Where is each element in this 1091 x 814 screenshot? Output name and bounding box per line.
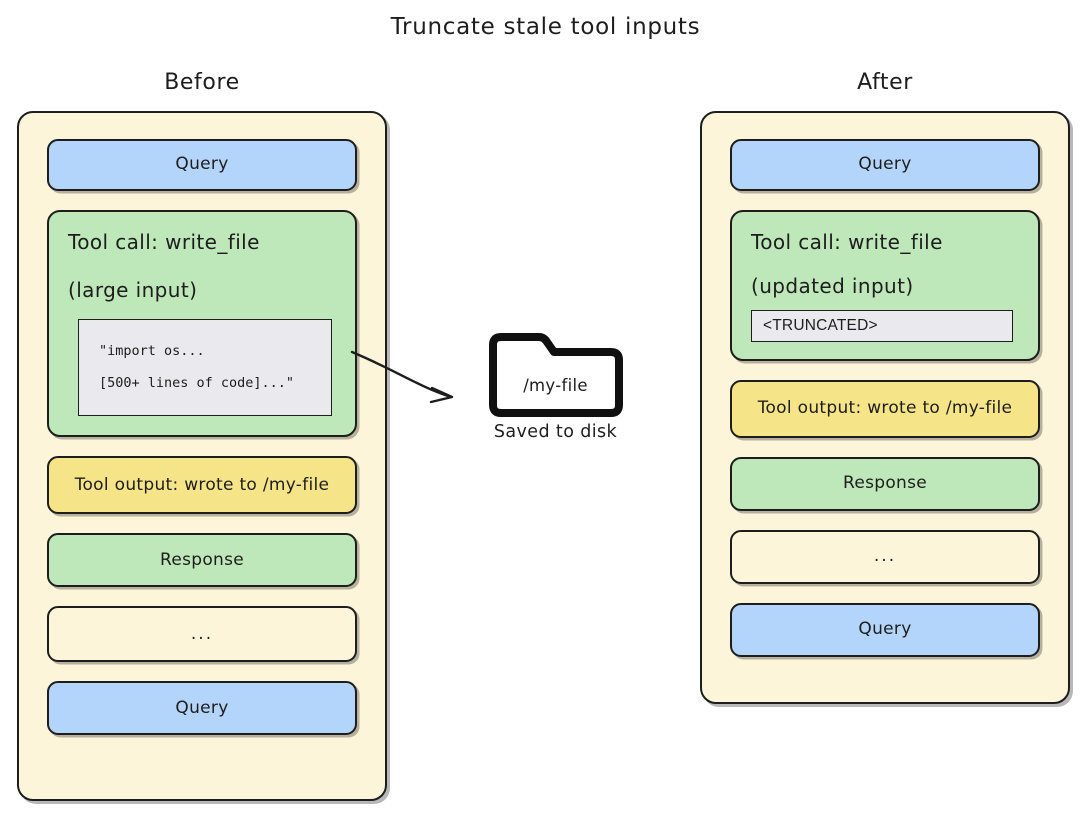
truncated-placeholder-box: <TRUNCATED> bbox=[751, 310, 1013, 342]
message-tool-call[interactable]: Tool call: write_file (updated input) <T… bbox=[730, 210, 1040, 361]
message-query-top[interactable]: Query bbox=[47, 139, 357, 191]
column-heading-before: Before bbox=[164, 70, 240, 95]
tool-call-input-note: (updated input) bbox=[751, 274, 914, 298]
message-ellipsis[interactable]: ... bbox=[730, 530, 1040, 584]
message-tool-output[interactable]: Tool output: wrote to /my-file bbox=[47, 456, 357, 515]
message-query-top[interactable]: Query bbox=[730, 139, 1040, 191]
panel-inner-after: Query Tool call: write_file (updated inp… bbox=[730, 139, 1040, 676]
panel-inner-before: Query Tool call: write_file (large input… bbox=[47, 139, 357, 754]
message-query-bottom[interactable]: Query bbox=[47, 681, 357, 736]
arrow-to-folder-icon bbox=[350, 350, 454, 404]
context-panel-before: Query Tool call: write_file (large input… bbox=[17, 111, 387, 801]
message-tool-call[interactable]: Tool call: write_file (large input) "imp… bbox=[47, 210, 357, 438]
code-line-2: [500+ lines of code]..." bbox=[99, 374, 295, 391]
context-panel-after: Query Tool call: write_file (updated inp… bbox=[700, 111, 1070, 704]
tool-call-name: Tool call: write_file bbox=[751, 230, 943, 254]
page-title: Truncate stale tool inputs bbox=[390, 14, 701, 40]
message-query-bottom[interactable]: Query bbox=[730, 603, 1040, 657]
folder-icon bbox=[489, 333, 623, 417]
message-response[interactable]: Response bbox=[47, 533, 357, 588]
message-ellipsis[interactable]: ... bbox=[47, 606, 357, 663]
code-line-1: "import os... bbox=[99, 343, 205, 359]
tool-call-input-note: (large input) bbox=[68, 278, 198, 302]
message-tool-output[interactable]: Tool output: wrote to /my-file bbox=[730, 380, 1040, 438]
saved-to-disk-caption: Saved to disk bbox=[493, 422, 618, 442]
message-response[interactable]: Response bbox=[730, 457, 1040, 511]
tool-call-name: Tool call: write_file bbox=[68, 230, 260, 254]
saved-to-disk-group: /my-file Saved to disk bbox=[340, 330, 670, 490]
tool-call-code-block: "import os... [500+ lines of code]..." bbox=[78, 319, 332, 417]
folder-name-label: /my-file bbox=[523, 376, 588, 395]
column-heading-after: After bbox=[857, 70, 913, 95]
